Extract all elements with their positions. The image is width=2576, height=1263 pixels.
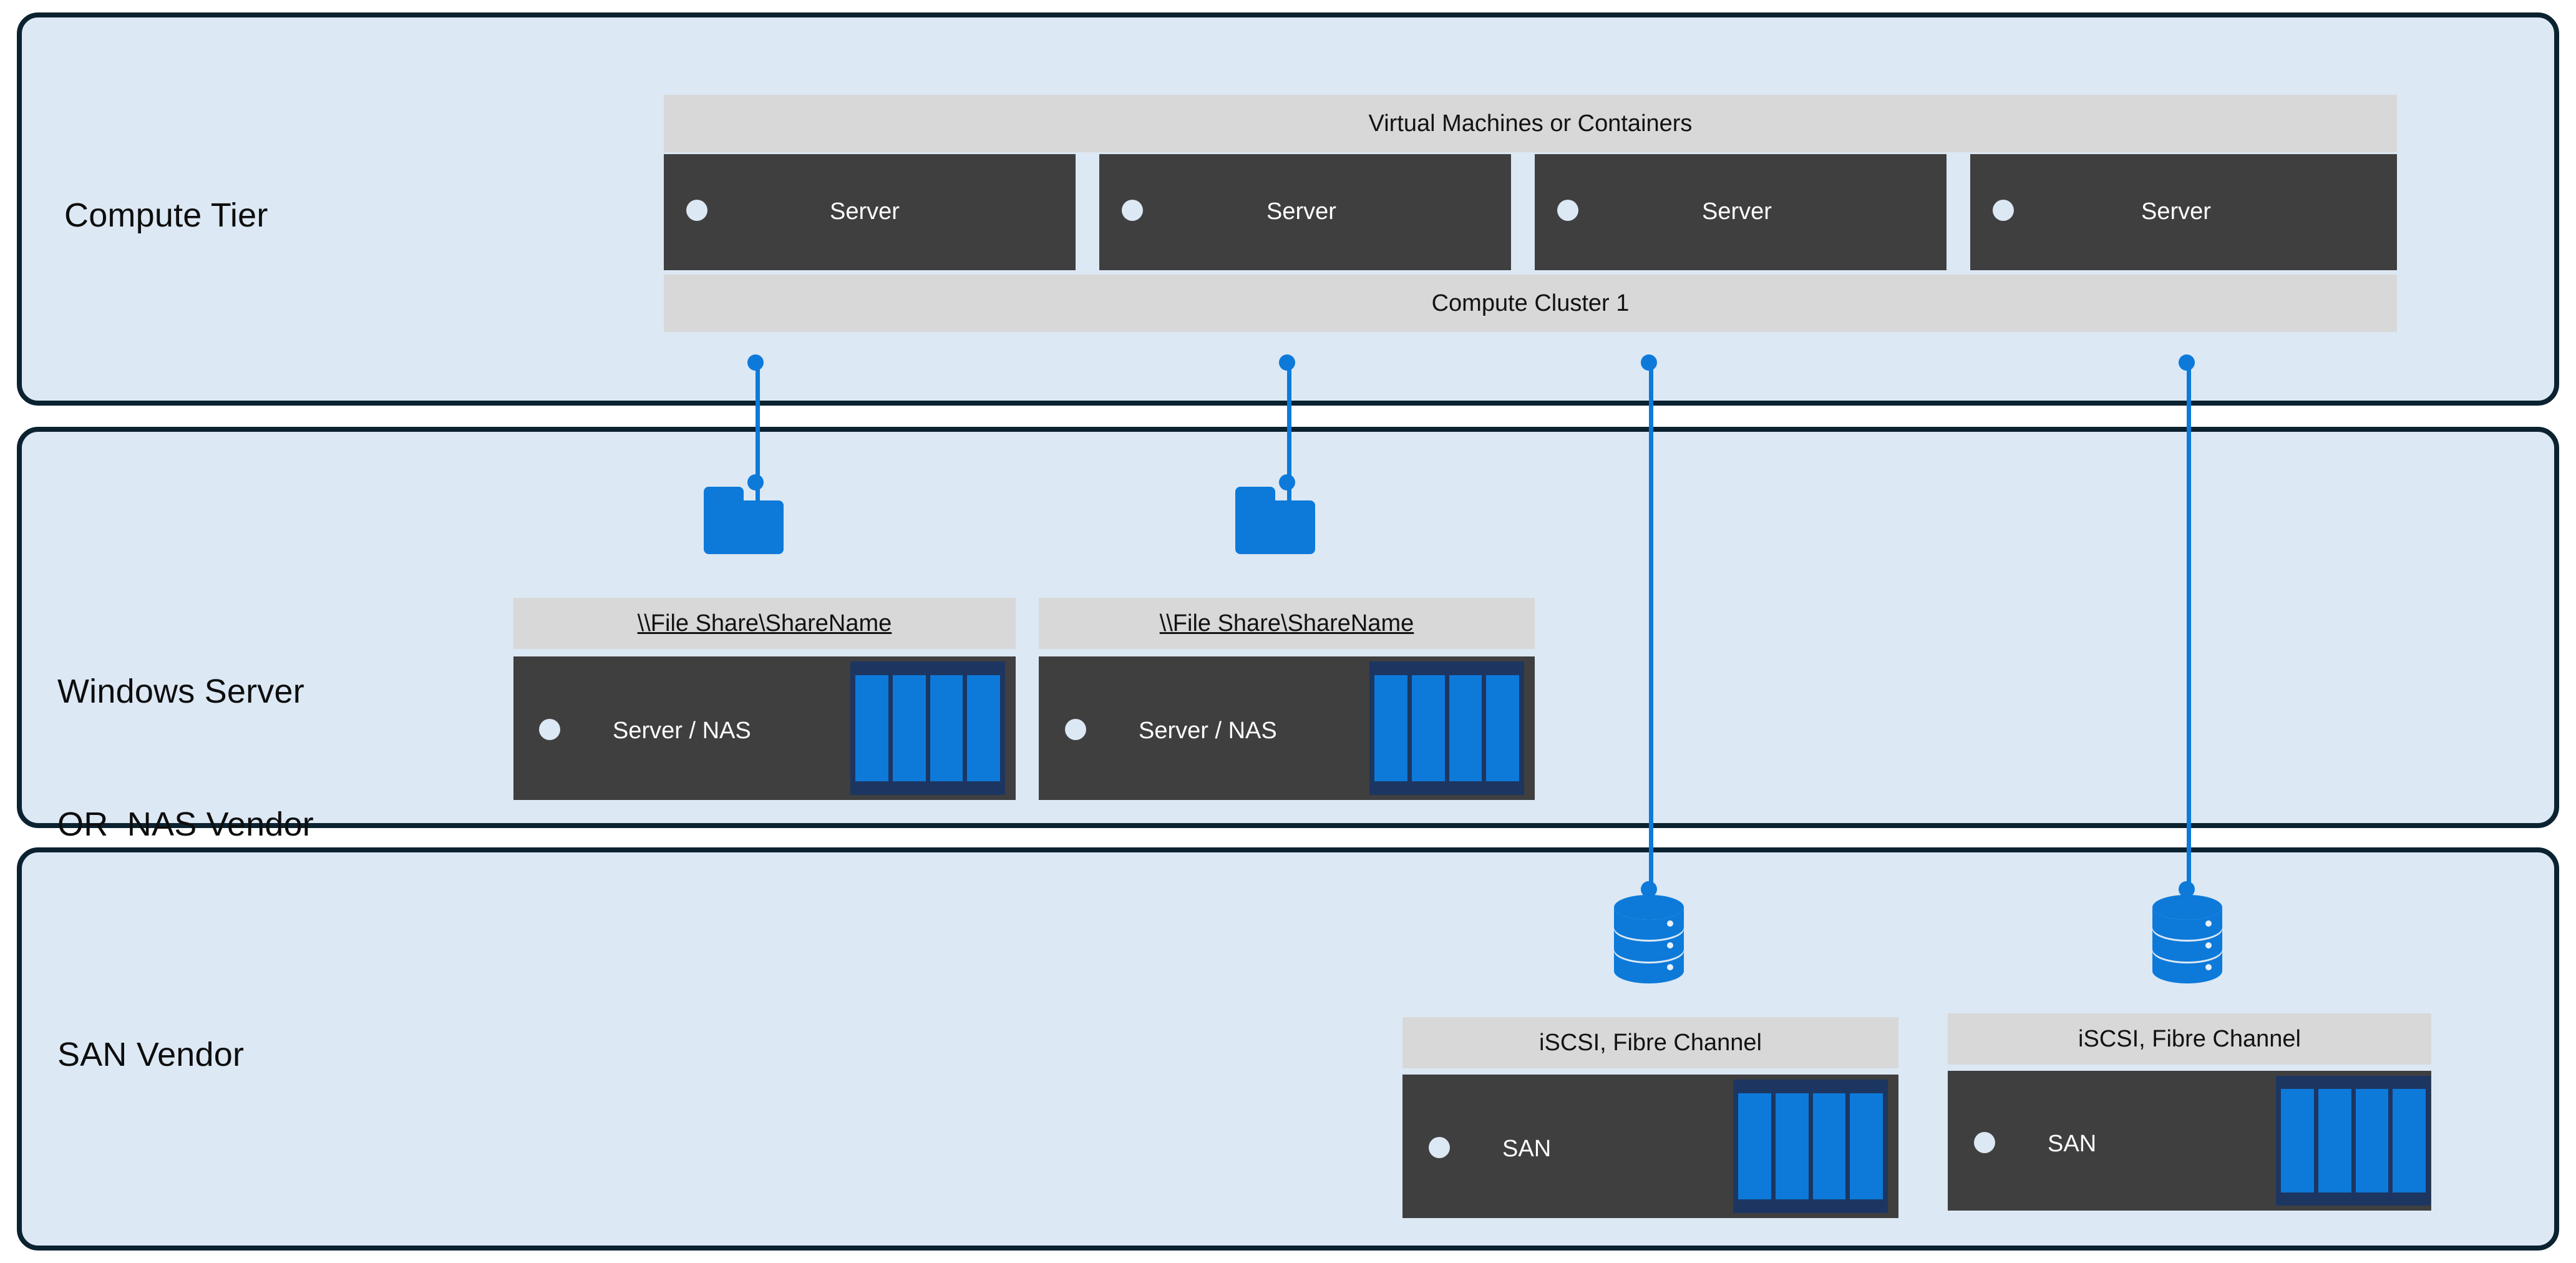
compute-top-caption-text: Virtual Machines or Containers [1368, 110, 1693, 137]
san-2-disk-array [2276, 1076, 2431, 1206]
folder-body [704, 500, 784, 554]
file-share-caption-1-text: \\File Share\ShareName [637, 610, 892, 636]
compute-server-4-led [1993, 200, 2014, 221]
compute-server-2-label: Server [1266, 198, 1336, 225]
connector-dot-2-bottom [1279, 474, 1295, 490]
compute-server-2[interactable] [1099, 154, 1511, 270]
disk-drive [1374, 675, 1407, 782]
file-nas-1-label: Server / NAS [613, 718, 751, 744]
compute-server-4-label: Server [2141, 198, 2211, 225]
compute-server-2-led [1122, 200, 1143, 221]
san-2-label: SAN [2048, 1131, 2097, 1157]
connector-line-4 [2187, 361, 2191, 900]
san-1-led [1429, 1137, 1450, 1158]
disk-drive [1775, 1093, 1809, 1200]
file-nas-1-led [539, 719, 560, 740]
san-2-led [1974, 1132, 1995, 1153]
compute-server-1[interactable] [664, 154, 1076, 270]
file-nas-2-led [1065, 719, 1086, 740]
disk-drive [1486, 675, 1519, 782]
connector-dot-4-top [2179, 354, 2195, 371]
san-caption-1: iSCSI, Fibre Channel [1402, 1017, 1898, 1068]
compute-server-3-label: Server [1702, 198, 1772, 225]
san-caption-1-text: iSCSI, Fibre Channel [1539, 1029, 1762, 1056]
folder-icon-1 [704, 487, 784, 554]
disk-drive [892, 675, 926, 782]
disk-drive [1850, 1093, 1883, 1200]
compute-bottom-caption-text: Compute Cluster 1 [1431, 290, 1630, 316]
file-share-caption-2[interactable]: \\File Share\ShareName [1039, 598, 1535, 649]
connector-line-1 [756, 361, 760, 504]
connector-dot-2-top [1279, 354, 1295, 371]
disk-drive [1411, 675, 1445, 782]
disk-drive [855, 675, 888, 782]
database-icon-1 [1613, 894, 1685, 987]
disk-drive [2393, 1089, 2426, 1192]
connector-line-3 [1649, 361, 1653, 900]
database-icon-2 [2151, 894, 2224, 987]
file-share-caption-2-text: \\File Share\ShareName [1159, 610, 1414, 636]
compute-server-3[interactable] [1535, 154, 1947, 270]
tier-label-compute: Compute Tier [64, 197, 268, 234]
disk-drive [967, 675, 1000, 782]
folder-icon-2 [1235, 487, 1315, 554]
disk-drive [930, 675, 963, 782]
connector-dot-4-bottom [2179, 881, 2195, 897]
tier-label-san: SAN Vendor [57, 1036, 245, 1073]
san-caption-2: iSCSI, Fibre Channel [1948, 1013, 2431, 1065]
disk-drive [2355, 1089, 2389, 1192]
connector-dot-1-top [747, 354, 764, 371]
compute-server-1-led [686, 200, 707, 221]
file-nas-1-disk-array [850, 661, 1005, 795]
san-caption-2-text: iSCSI, Fibre Channel [2078, 1025, 2301, 1052]
connector-line-2 [1287, 361, 1291, 504]
connector-dot-3-bottom [1641, 881, 1657, 897]
san-1-disk-array [1733, 1080, 1888, 1213]
tier-label-file-line1: Windows Server [57, 672, 304, 710]
compute-server-4[interactable] [1970, 154, 2397, 270]
compute-server-1-label: Server [830, 198, 900, 225]
connector-dot-3-top [1641, 354, 1657, 371]
disk-drive [2281, 1089, 2314, 1192]
connector-dot-1-bottom [747, 474, 764, 490]
file-nas-2-disk-array [1369, 661, 1524, 795]
file-share-caption-1[interactable]: \\File Share\ShareName [513, 598, 1016, 649]
disk-drive [1449, 675, 1482, 782]
tier-label-file-line2: OR NAS Vendor [57, 806, 314, 844]
disk-drive [2318, 1089, 2351, 1192]
file-nas-2-label: Server / NAS [1139, 718, 1277, 744]
disk-drive [1812, 1093, 1846, 1200]
folder-body [1235, 500, 1315, 554]
san-1-label: SAN [1502, 1136, 1552, 1162]
tier-label-file: Windows Server OR NAS Vendor [57, 580, 314, 936]
disk-drive [1738, 1093, 1771, 1200]
compute-top-caption: Virtual Machines or Containers [664, 95, 2397, 152]
compute-bottom-caption: Compute Cluster 1 [664, 275, 2397, 332]
compute-server-3-led [1557, 200, 1578, 221]
